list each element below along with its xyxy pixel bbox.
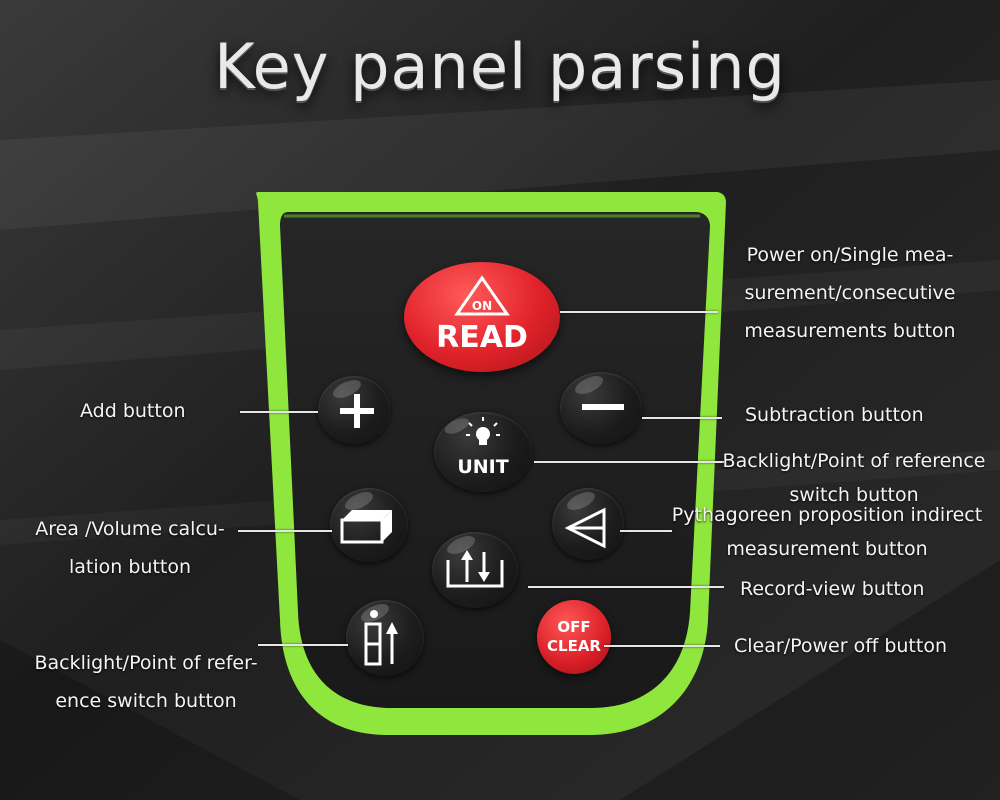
page-title: Key panel parsing bbox=[214, 30, 786, 103]
label-subtraction: Subtraction button bbox=[745, 404, 924, 426]
leader-line-reference bbox=[258, 644, 348, 646]
label-backlight-left: Backlight/Point of refer- ence switch bu… bbox=[34, 652, 258, 712]
leader-line-power bbox=[560, 311, 718, 313]
read-label: READ bbox=[436, 320, 528, 355]
record-arrows-icon bbox=[446, 550, 504, 588]
unit-label: UNIT bbox=[457, 456, 509, 478]
leader-line-unit bbox=[534, 461, 724, 463]
unit-button[interactable] bbox=[434, 412, 532, 492]
label-record: Record-view button bbox=[740, 578, 925, 600]
box-icon bbox=[340, 510, 392, 544]
record-view-button[interactable] bbox=[432, 532, 518, 608]
label-clear: Clear/Power off button bbox=[734, 635, 947, 657]
svg-text:ON: ON bbox=[472, 299, 492, 313]
leader-line-record bbox=[528, 586, 724, 588]
minus-icon bbox=[582, 404, 624, 410]
plus-icon bbox=[340, 394, 374, 428]
reference-switch-button[interactable] bbox=[346, 600, 424, 676]
leader-line-area bbox=[238, 530, 332, 532]
on-read-button[interactable]: ON READ bbox=[404, 262, 560, 372]
off-clear-button[interactable]: OFF CLEAR bbox=[537, 600, 611, 674]
add-button[interactable] bbox=[318, 376, 390, 444]
area-volume-button[interactable] bbox=[330, 488, 408, 562]
leader-line-add bbox=[240, 411, 318, 413]
bulb-icon bbox=[466, 417, 500, 445]
pythagorean-button[interactable] bbox=[552, 488, 624, 560]
label-power: Power on/Single mea- surement/consecutiv… bbox=[744, 244, 956, 342]
reference-switch-icon bbox=[364, 610, 398, 666]
leader-line-pythagorean bbox=[620, 530, 672, 532]
on-triangle-icon: ON bbox=[454, 275, 510, 316]
leader-line-clear bbox=[604, 645, 720, 647]
subtraction-button[interactable] bbox=[560, 372, 642, 444]
leader-line-subtraction bbox=[642, 417, 722, 419]
off-label: OFF bbox=[557, 618, 591, 636]
label-pythagorean: Pythagoreen proposition indirect measure… bbox=[671, 504, 983, 560]
clear-label: CLEAR bbox=[547, 637, 601, 655]
triangle-icon bbox=[564, 507, 606, 549]
label-backlight-right: Backlight/Point of reference switch butt… bbox=[722, 450, 986, 506]
label-add: Add button bbox=[80, 400, 186, 422]
label-area: Area /Volume calcu- lation button bbox=[35, 518, 225, 578]
